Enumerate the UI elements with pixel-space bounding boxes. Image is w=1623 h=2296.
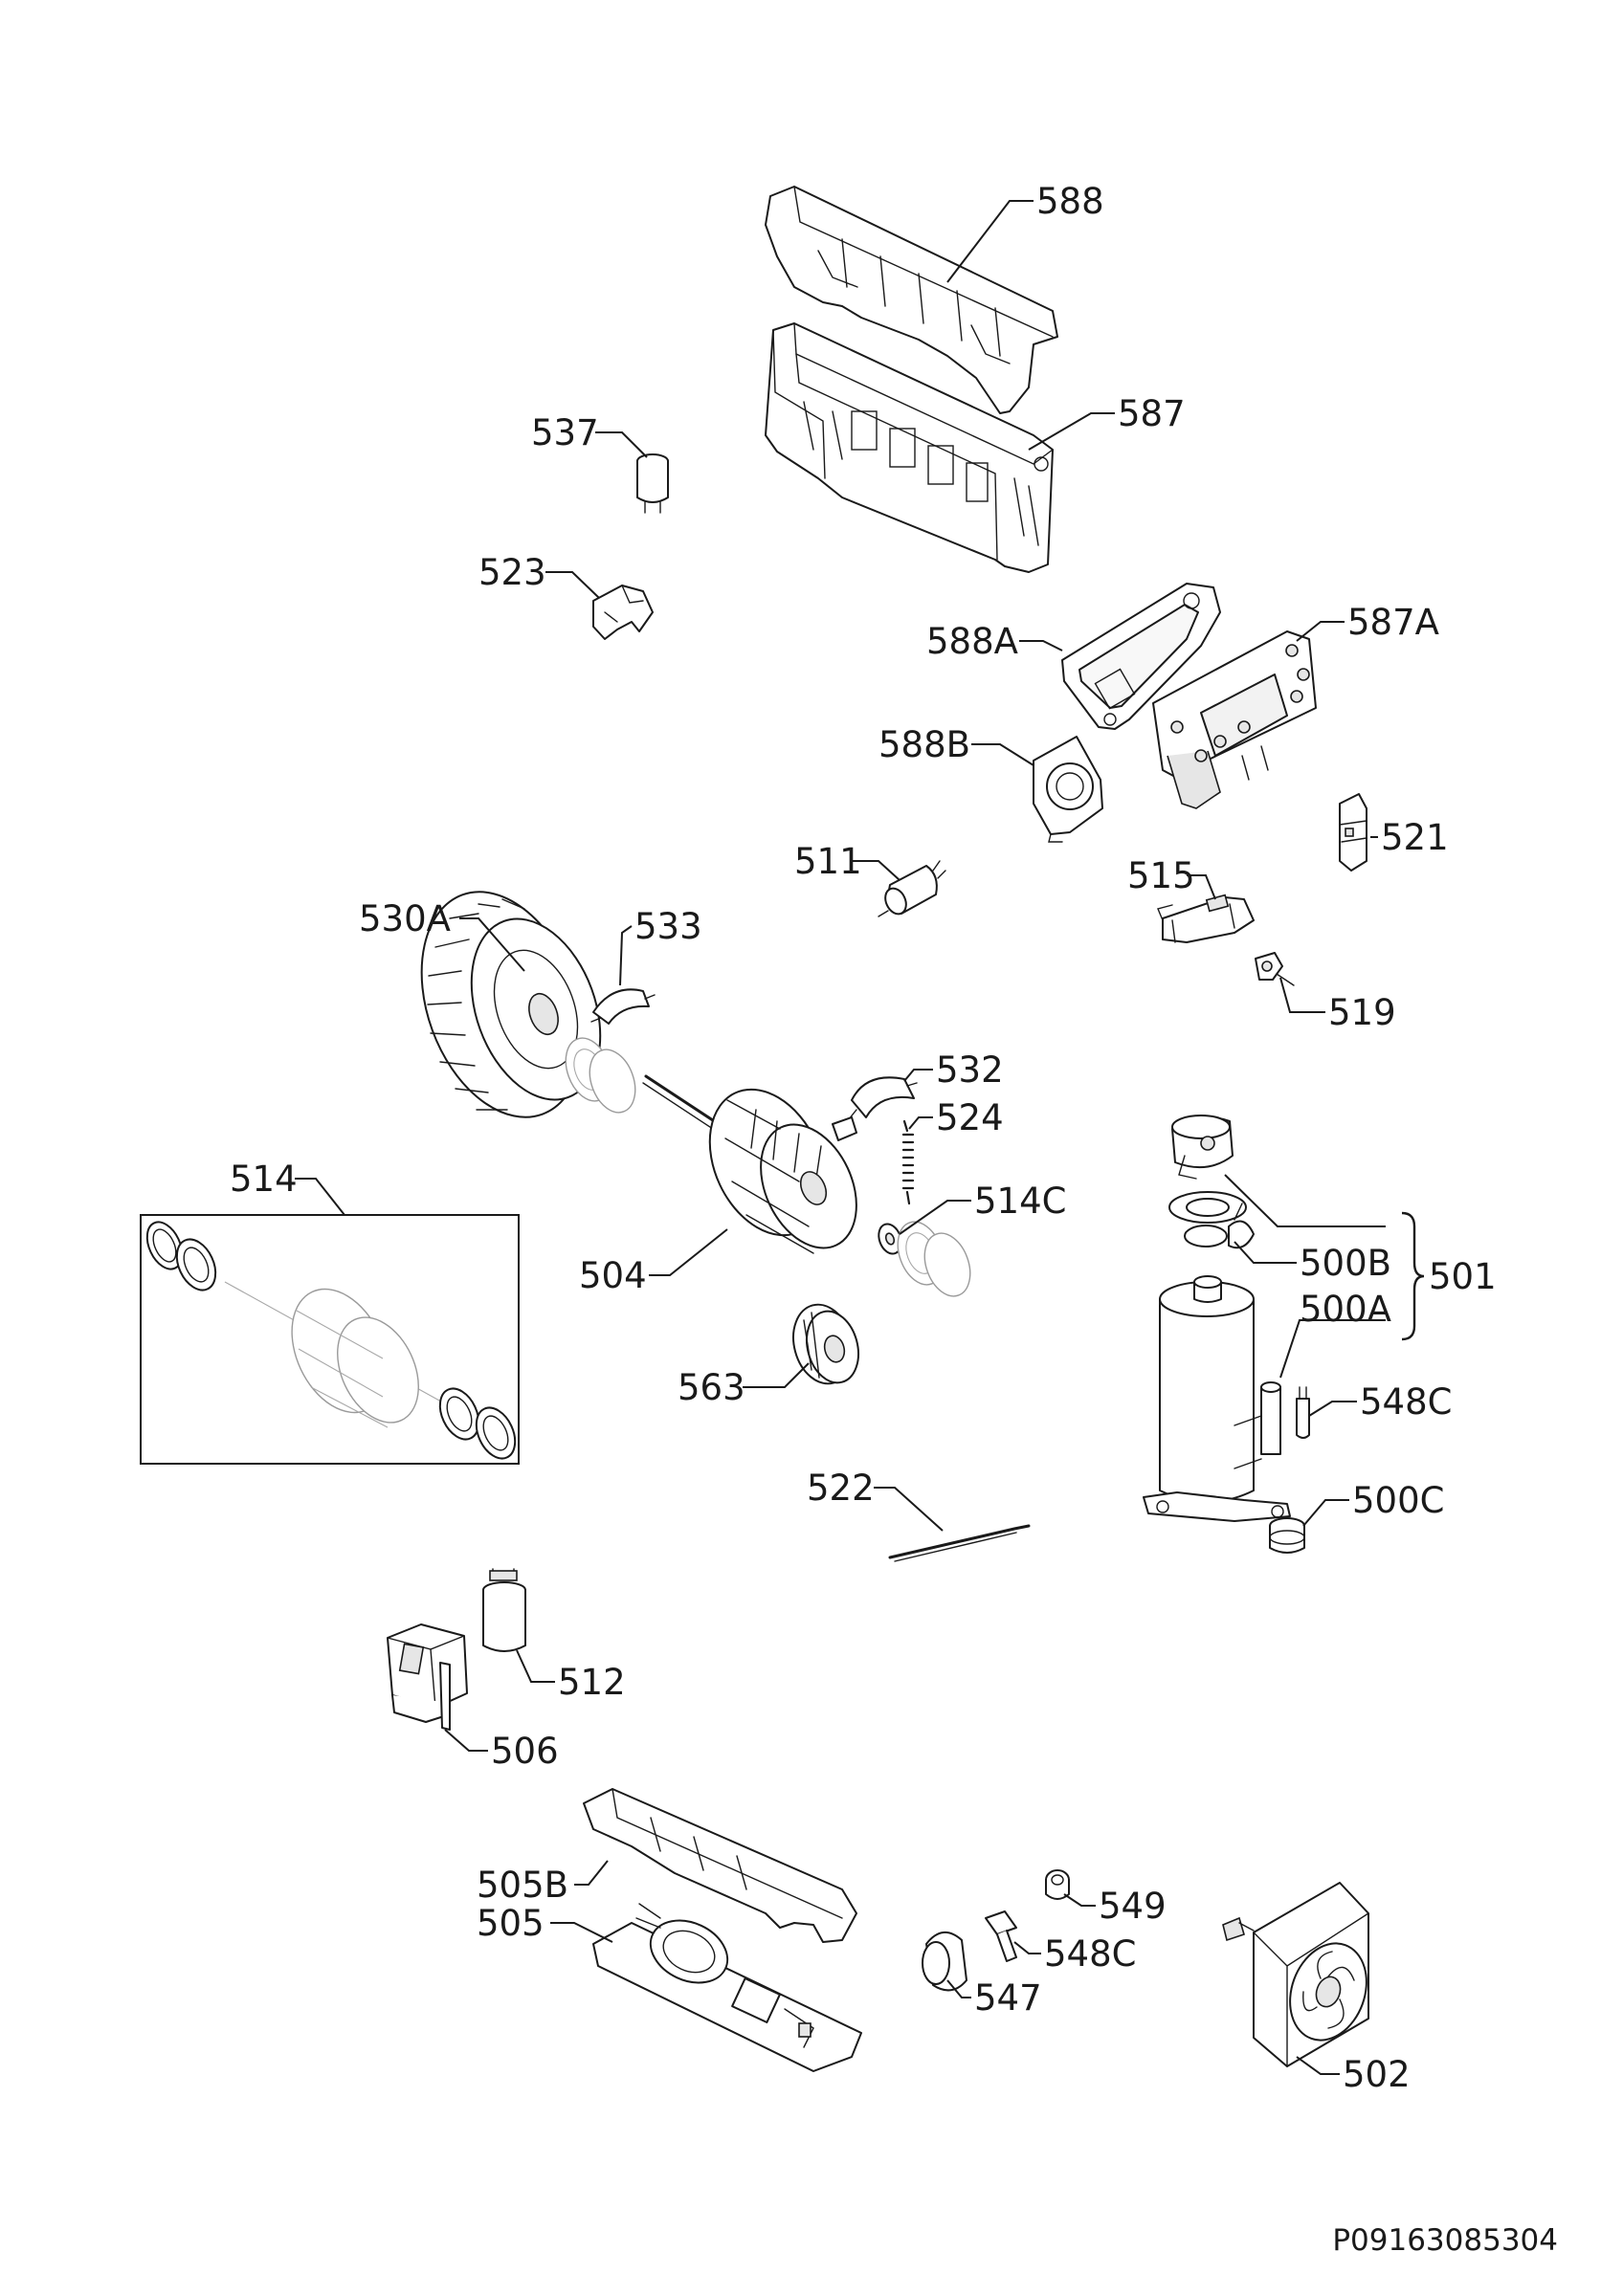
inset-frame — [140, 1214, 520, 1465]
callout-547: 547 — [974, 1977, 1042, 2019]
part-506-pump — [387, 1623, 468, 1731]
part-587-electronic-module — [765, 322, 1054, 573]
callout-548C-lower: 548C — [1044, 1933, 1136, 1975]
callout-506: 506 — [491, 1731, 559, 1772]
callout-588: 588 — [1036, 181, 1104, 222]
part-587A-display-board — [1152, 630, 1317, 809]
part-504-motor — [642, 1074, 857, 1254]
callout-514: 514 — [230, 1159, 298, 1200]
callout-522: 522 — [807, 1468, 875, 1509]
callout-500A: 500A — [1300, 1289, 1391, 1330]
part-548C-valve-upper — [1296, 1386, 1310, 1439]
part-500B-compressor-cap — [1171, 1115, 1234, 1180]
part-500A-gasket — [1168, 1191, 1255, 1249]
document-reference: P09163085304 — [1332, 2223, 1558, 2258]
callout-502: 502 — [1343, 2054, 1411, 2095]
part-548C-valve-lower — [985, 1910, 1017, 1962]
part-501-compressor — [1143, 1275, 1291, 1522]
part-505-pump-assembly — [592, 1903, 862, 2072]
callout-511: 511 — [794, 841, 862, 882]
callout-532: 532 — [936, 1049, 1004, 1091]
assembly-brace-501 — [1401, 1211, 1425, 1341]
part-521-switch — [1339, 793, 1367, 872]
callout-521: 521 — [1381, 817, 1449, 858]
part-512-capacitor — [482, 1568, 526, 1652]
part-511-capacitor — [878, 860, 946, 917]
callout-515: 515 — [1127, 855, 1195, 896]
part-549-ring — [1045, 1869, 1070, 1900]
part-fan-rings-ghost — [565, 1037, 636, 1114]
callout-548C-upper: 548C — [1360, 1381, 1452, 1423]
callout-501: 501 — [1429, 1256, 1497, 1297]
part-523-clip — [592, 585, 654, 640]
callout-588B: 588B — [878, 724, 970, 765]
callout-588A: 588A — [926, 621, 1018, 662]
callout-500C: 500C — [1352, 1480, 1444, 1521]
part-522-wire — [888, 1524, 1031, 1562]
part-547-knob — [922, 1932, 967, 1992]
leader-lines — [295, 200, 1386, 2075]
callout-504: 504 — [579, 1255, 647, 1296]
part-588B-knob-housing — [1033, 736, 1103, 843]
callout-labels: 588 587 537 523 588A 587A 588B 521 511 5… — [230, 181, 1497, 2095]
part-515-connector — [1157, 894, 1255, 943]
part-588-module-cover — [765, 186, 1058, 414]
callout-519: 519 — [1328, 992, 1396, 1033]
part-519-sensor — [1255, 952, 1295, 986]
callout-563: 563 — [678, 1367, 745, 1408]
part-514-bearing-seals-inset — [140, 1214, 520, 1465]
callout-524: 524 — [936, 1097, 1004, 1138]
callout-505B: 505B — [477, 1865, 568, 1906]
part-500C-grommet — [1269, 1517, 1305, 1554]
part-537-cylinder — [636, 453, 669, 514]
part-588A-gasket-frame — [1061, 583, 1221, 730]
callout-514C: 514C — [974, 1181, 1066, 1222]
callout-505: 505 — [477, 1903, 545, 1944]
callout-530A: 530A — [359, 898, 451, 939]
callout-549: 549 — [1099, 1886, 1167, 1927]
part-524-spring — [901, 1119, 915, 1205]
part-502-cooling-fan — [1222, 1882, 1369, 2067]
callout-523: 523 — [478, 552, 546, 593]
part-505B-pump-cover — [583, 1788, 857, 1943]
part-514C-washer — [878, 1221, 971, 1297]
part-533-clamp — [590, 988, 656, 1025]
callout-512: 512 — [558, 1662, 626, 1703]
callout-537: 537 — [531, 412, 599, 453]
callout-587: 587 — [1118, 393, 1186, 434]
part-532-clip — [848, 1076, 918, 1120]
part-563-pulley — [792, 1303, 859, 1385]
callout-533: 533 — [634, 906, 702, 947]
callout-500B: 500B — [1300, 1243, 1391, 1284]
callout-587A: 587A — [1347, 602, 1439, 643]
